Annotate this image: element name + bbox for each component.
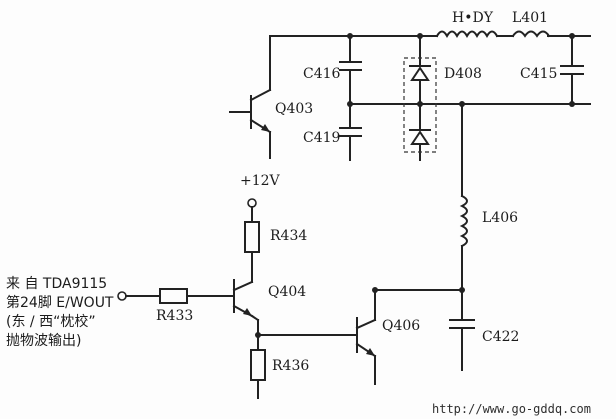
source-note-line1: 来 自 TDA9115 [6, 276, 107, 292]
inductor-l401 [511, 30, 551, 38]
label-h-dy: H•DY [452, 10, 494, 26]
source-note-line4: 抛物波输出) [6, 333, 81, 349]
label-r436: R436 [272, 358, 309, 374]
transistor-q403 [229, 35, 272, 159]
label-q404: Q404 [268, 284, 306, 300]
source-note: 来 自 TDA9115 第24脚 E/WOUT (东 / 西“枕校” 抛物波输出… [6, 276, 114, 349]
label-r433: R433 [156, 308, 193, 324]
diode-d408 [403, 35, 437, 161]
source-note-line3: (东 / 西“枕校” [6, 313, 96, 330]
capacitor-c416 [339, 35, 362, 105]
watermark-url: http://www.go-gddq.com [432, 402, 591, 416]
source-note-line2: 第24脚 E/WOUT [6, 294, 114, 311]
terminal-input [117, 291, 127, 301]
label-c415: C415 [520, 66, 557, 82]
inductor-l406 [459, 103, 468, 321]
terminal-plus12v [247, 198, 257, 208]
transistor-q406 [257, 289, 463, 385]
resistor-r434 [244, 206, 260, 283]
label-l406: L406 [482, 210, 518, 226]
junction-dots [255, 33, 575, 338]
label-c416: C416 [303, 66, 341, 82]
capacitor-c415 [560, 35, 584, 105]
transistor-q404 [232, 279, 260, 351]
capacitor-c419 [339, 103, 362, 161]
resistor-r433 [125, 288, 235, 304]
capacitor-c422 [449, 319, 475, 371]
resistor-r436 [250, 349, 266, 399]
label-q403: Q403 [275, 101, 313, 117]
label-c422: C422 [482, 329, 519, 345]
label-c419: C419 [303, 130, 340, 146]
label-q406: Q406 [382, 318, 420, 334]
label-r434: R434 [270, 228, 307, 244]
label-plus12v: +12V [240, 173, 281, 189]
inductor-h-dy [435, 30, 499, 39]
label-l401: L401 [512, 10, 548, 26]
label-d408: D408 [444, 66, 482, 82]
